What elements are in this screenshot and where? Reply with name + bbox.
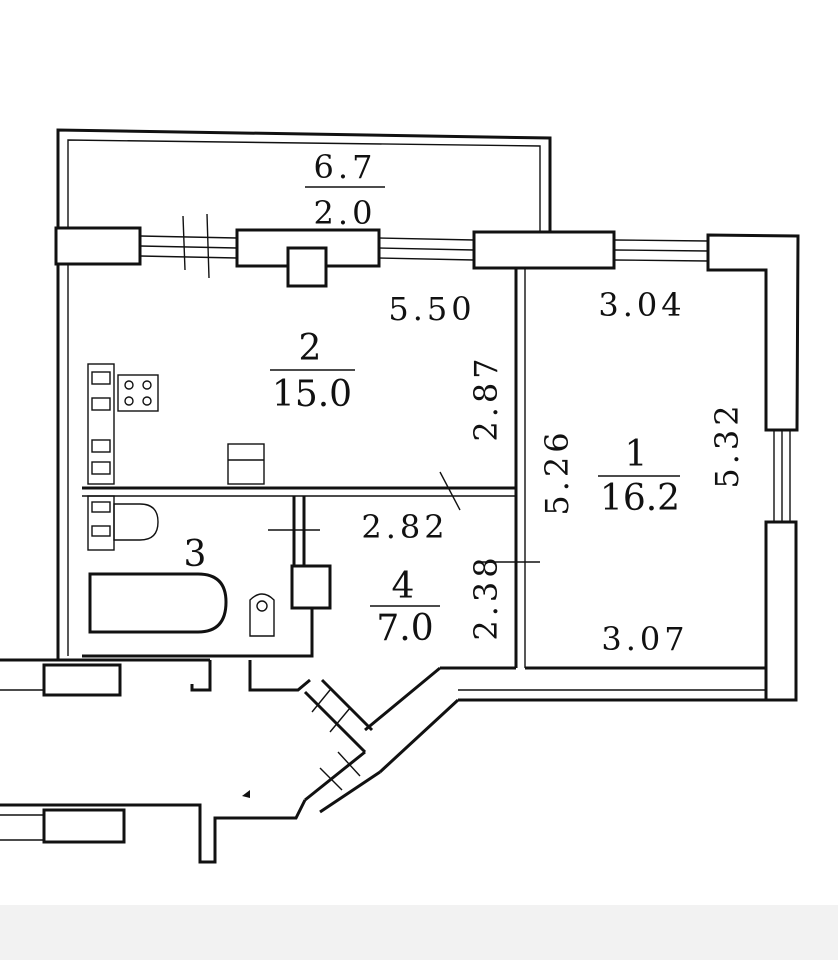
room-2-area: 15.0 xyxy=(272,374,352,415)
room-4-shaft xyxy=(290,564,332,610)
dim-room1-top: 3.04 xyxy=(598,286,685,324)
stove-icon xyxy=(117,374,159,412)
dim-room4-top: 2.82 xyxy=(361,508,448,546)
wall-pier xyxy=(472,230,616,270)
room-4-area: 7.0 xyxy=(376,608,433,649)
wall-pier xyxy=(42,808,126,844)
sink-icon xyxy=(113,503,159,541)
dim-room1-right: 5.32 xyxy=(708,401,746,488)
dim-room4-right: 2.38 xyxy=(467,553,505,640)
top-wall xyxy=(54,213,800,432)
balcony: 6.7 2.0 xyxy=(56,128,552,232)
partitions xyxy=(0,268,766,864)
dim-room2-right: 2.87 xyxy=(467,354,505,441)
room-1-number: 1 xyxy=(625,434,648,475)
room-3-number: 3 xyxy=(184,534,207,575)
room-2-number: 2 xyxy=(299,328,322,369)
kitchen-counter xyxy=(87,363,115,485)
table-icon xyxy=(227,443,265,485)
toilet-icon xyxy=(249,593,275,637)
bathtub-icon xyxy=(88,572,228,634)
arrow-mark-icon xyxy=(242,790,250,798)
dim-room2-top: 5.50 xyxy=(388,290,475,328)
room-4-number: 4 xyxy=(392,566,415,607)
wall-corner xyxy=(706,233,800,432)
room-2-label: 2 15.0 xyxy=(270,328,355,415)
dim-room1-left: 5.26 xyxy=(538,428,576,515)
left-wall xyxy=(0,264,210,697)
room-4-label: 4 7.0 xyxy=(370,566,440,649)
wall-pier xyxy=(764,520,798,702)
room-1-area: 16.2 xyxy=(600,478,680,519)
dim-room1-bottom: 3.07 xyxy=(601,620,688,658)
balcony-length: 6.7 xyxy=(314,148,377,186)
room-3-label: 3 xyxy=(184,534,207,575)
room-1-label: 1 16.2 xyxy=(598,434,680,519)
ventilation-shaft xyxy=(286,246,328,288)
bathroom-fixtures xyxy=(87,495,275,637)
wall-pier xyxy=(54,226,142,266)
right-wall xyxy=(764,430,798,702)
wall-pier xyxy=(42,663,122,697)
bottom-band xyxy=(0,905,838,960)
balcony-area: 2.0 xyxy=(314,194,377,232)
